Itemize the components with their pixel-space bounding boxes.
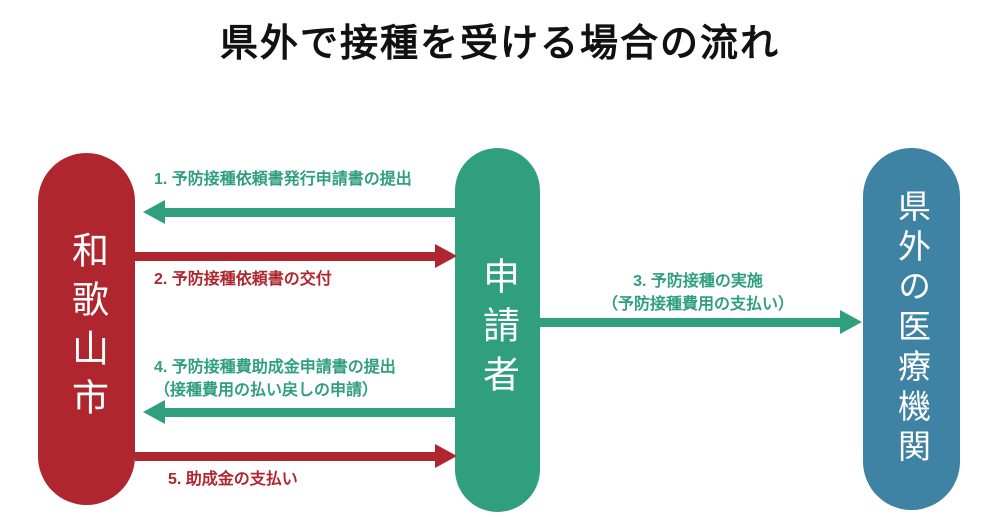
label-step3-line1: 3. 予防接種の実施 xyxy=(633,273,763,290)
label-step2: 2. 予防接種依頼書の交付 xyxy=(154,271,332,288)
node-wakayama-city: 和歌山市 xyxy=(38,153,135,505)
label-step3-line2: （予防接種費用の支払い） xyxy=(601,296,794,314)
arrow-step5 xyxy=(135,444,457,468)
node-wakayama-city-label: 和歌山市 xyxy=(66,231,108,427)
node-outside-medical-institution: 県外の医療機関 xyxy=(863,148,960,510)
arrowhead-left-icon xyxy=(143,200,165,224)
arrowhead-right-icon xyxy=(435,444,457,468)
arrow-shaft xyxy=(540,317,840,327)
label-step5: 5. 助成金の支払い xyxy=(168,471,298,488)
node-applicant: 申請者 xyxy=(455,148,540,512)
arrow-shaft xyxy=(135,251,435,261)
arrow-step1 xyxy=(143,200,455,224)
node-applicant-label: 申請者 xyxy=(477,256,519,404)
page-title: 県外で接種を受ける場合の流れ xyxy=(219,23,780,65)
label-step4-line2: （接種費用の払い戻しの申請） xyxy=(154,382,379,400)
arrow-step3 xyxy=(540,310,862,334)
node-outside-medical-institution-label: 県外の医療機関 xyxy=(893,189,931,469)
label-step4-line1: 4. 予防接種費助成金申請書の提出 xyxy=(154,359,396,376)
arrowhead-right-icon xyxy=(435,244,457,268)
arrowhead-right-icon xyxy=(840,310,862,334)
label-step4: 4. 予防接種費助成金申請書の提出 （接種費用の払い戻しの申請） xyxy=(154,356,396,402)
arrow-shaft xyxy=(165,407,455,417)
arrow-step4 xyxy=(143,400,455,424)
label-step1: 1. 予防接種依頼書発行申請書の提出 xyxy=(154,171,412,188)
arrow-shaft xyxy=(165,207,455,217)
arrow-step2 xyxy=(135,244,457,268)
arrow-shaft xyxy=(135,451,435,461)
label-step3: 3. 予防接種の実施 （予防接種費用の支払い） xyxy=(548,270,848,316)
arrowhead-left-icon xyxy=(143,400,165,424)
